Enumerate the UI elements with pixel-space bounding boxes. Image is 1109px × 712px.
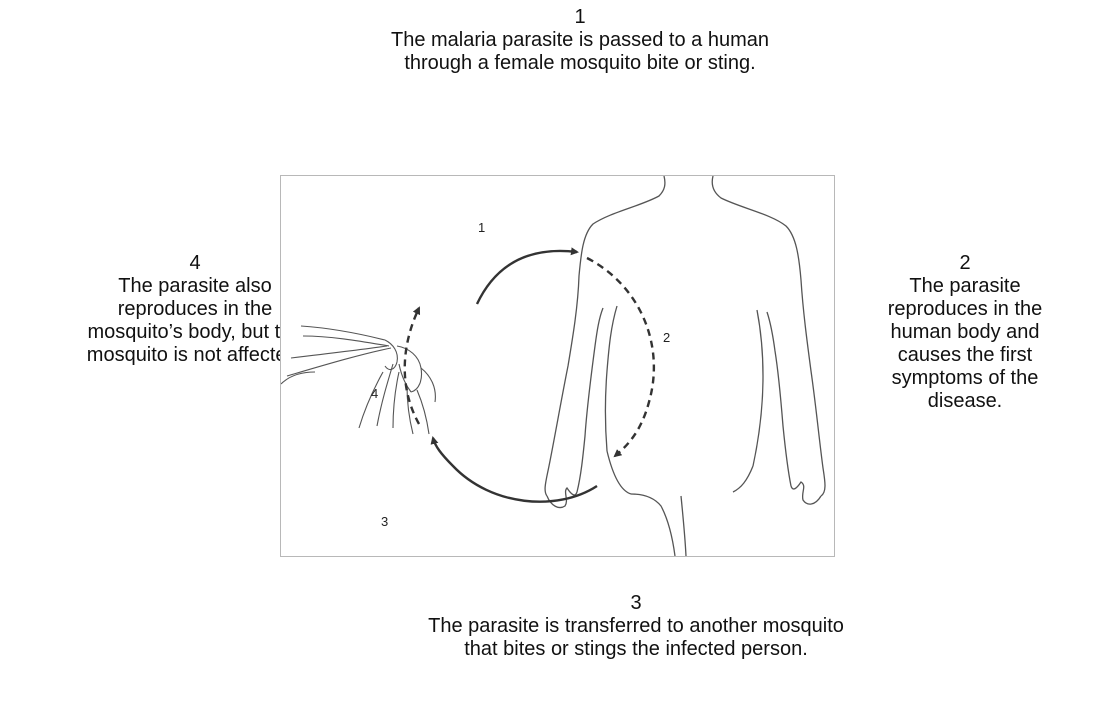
- cycle-arrow-1: [477, 251, 577, 304]
- cycle-label-4: 4: [371, 386, 378, 401]
- mosquito-illustration: [281, 326, 435, 434]
- step-1-number: 1: [360, 6, 800, 29]
- callout-step-2: 2 The parasite reproduces in the human b…: [870, 252, 1060, 413]
- cycle-arrow-2: [587, 258, 654, 456]
- callout-step-1: 1 The malaria parasite is passed to a hu…: [360, 6, 800, 75]
- cycle-label-3: 3: [381, 514, 388, 529]
- cycle-arrow-4: [405, 308, 419, 424]
- step-3-number: 3: [416, 592, 856, 615]
- step-2-number: 2: [870, 252, 1060, 275]
- callout-step-4: 4 The parasite also reproduces in the mo…: [85, 252, 305, 367]
- cycle-label-2: 2: [663, 330, 670, 345]
- step-3-description: The parasite is transferred to another m…: [416, 615, 856, 661]
- malaria-cycle-figure: 1 2 3 4: [280, 175, 835, 557]
- cycle-label-1: 1: [478, 220, 485, 235]
- cycle-illustration: 1 2 3 4: [281, 176, 834, 556]
- step-2-description: The parasite reproduces in the human bod…: [870, 275, 1060, 413]
- step-1-description: The malaria parasite is passed to a huma…: [360, 29, 800, 75]
- cycle-arrow-3: [433, 438, 597, 502]
- callout-step-3: 3 The parasite is transferred to another…: [416, 592, 856, 661]
- step-4-description: The parasite also reproduces in the mosq…: [85, 275, 305, 367]
- step-4-number: 4: [85, 252, 305, 275]
- human-body-outline: [545, 176, 825, 556]
